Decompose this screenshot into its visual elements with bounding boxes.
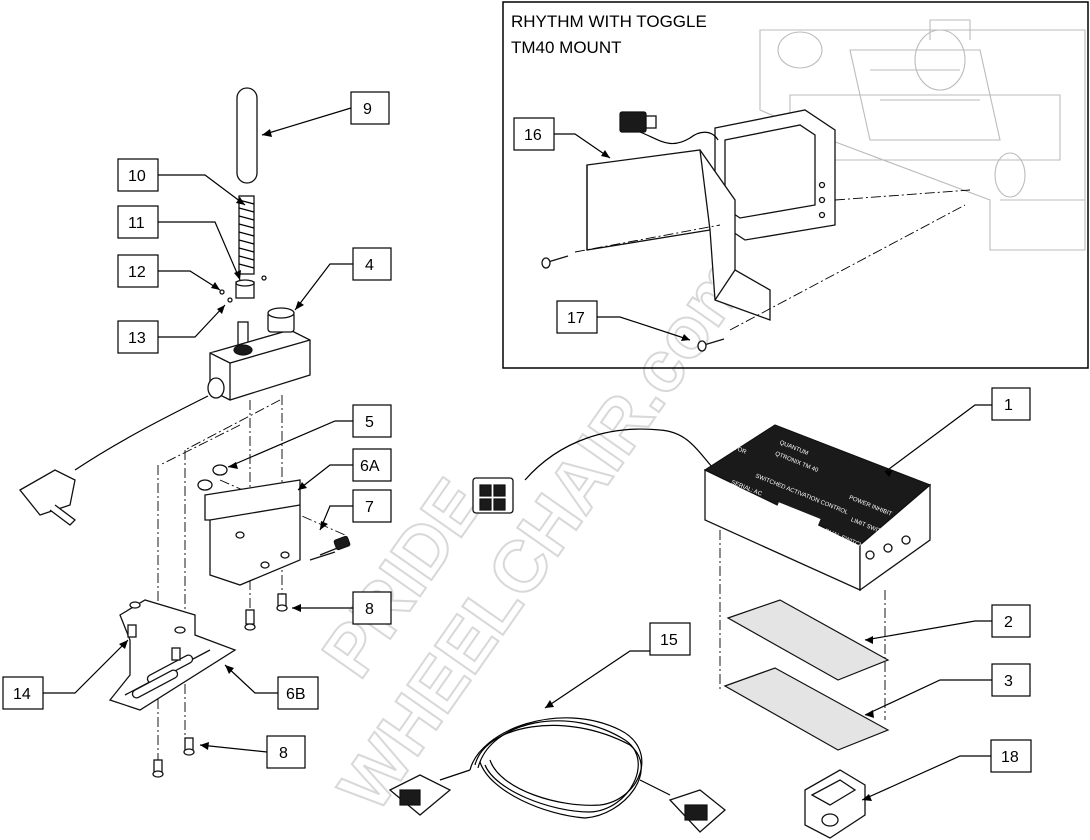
svg-text:16: 16: [524, 127, 542, 144]
callout-16: 16: [513, 117, 611, 159]
inset-control-module: [714, 109, 836, 241]
callout-3: 3: [864, 663, 1031, 718]
svg-text:1: 1: [1004, 397, 1013, 414]
left-dash-5: [159, 424, 241, 466]
svg-text:3: 3: [1004, 673, 1013, 690]
callout-17: 17: [556, 300, 691, 341]
inset-title-line1: RHYTHM WITH TOGGLE: [511, 12, 707, 31]
callout-7: 7: [319, 489, 392, 531]
svg-text:15: 15: [660, 632, 678, 649]
callout-18: 18: [861, 739, 1032, 801]
callout-1: 1: [884, 387, 1031, 477]
spring: [238, 195, 255, 275]
velcro-pad-3: [723, 667, 890, 751]
svg-text:18: 18: [1001, 749, 1019, 766]
module-connector: [472, 477, 514, 514]
inset-panel: RHYTHM WITH TOGGLE TM40 MOUNT: [502, 1, 1089, 369]
callout-15: 15: [544, 622, 691, 709]
svg-text:9: 9: [363, 101, 372, 118]
module-cable: [524, 428, 716, 481]
inset-dash-2: [729, 204, 966, 331]
svg-text:13: 13: [128, 330, 146, 347]
svg-text:11: 11: [128, 215, 145, 232]
callout-10: 10: [117, 158, 246, 206]
inset-dash-3: [834, 189, 971, 201]
inset-title-line2: TM40 MOUNT: [511, 38, 622, 57]
svg-text:10: 10: [128, 168, 146, 185]
velcro-pad-2: [726, 599, 890, 681]
cable-clip: [804, 769, 866, 839]
screw-7a: [319, 535, 351, 556]
callout-14: 14: [2, 639, 129, 710]
inset-screw-left: [541, 255, 569, 269]
callout-4: 4: [294, 247, 392, 311]
callout-9: 9: [261, 91, 390, 137]
callout-8-lower: 8: [199, 735, 306, 769]
svg-text:8: 8: [365, 601, 374, 618]
screw-8-lower-a: [183, 737, 195, 756]
screw-8-upper-a: [244, 609, 256, 631]
nut-5: [197, 464, 228, 491]
inset-connector: [619, 111, 657, 133]
toggle-plug: [19, 469, 76, 526]
svg-text:14: 14: [13, 686, 31, 703]
cable-connector-right: [668, 789, 727, 833]
toggle-switch-body: [207, 307, 311, 401]
collar: [235, 279, 255, 299]
callout-11: 11: [117, 205, 241, 281]
callout-13: 13: [117, 304, 226, 354]
svg-text:5: 5: [365, 414, 374, 431]
svg-text:6A: 6A: [360, 458, 380, 475]
set-screw-a: [219, 289, 225, 295]
toggle-cable: [74, 395, 209, 471]
callout-8-upper: 8: [292, 591, 392, 625]
cable-connector-left: [388, 774, 452, 816]
svg-text:2: 2: [1004, 614, 1013, 631]
screw-8-upper-b: [276, 593, 288, 612]
inset-dash-1: [574, 224, 721, 253]
svg-text:7: 7: [365, 499, 374, 516]
screw-14a: [127, 624, 137, 638]
toggle-handle: [236, 87, 258, 184]
set-screw-c: [227, 297, 233, 303]
svg-text:17: 17: [567, 310, 585, 327]
callout-5: 5: [227, 404, 392, 469]
coiled-cable: [439, 717, 671, 819]
inset-frame: [502, 1, 1089, 369]
callout-6b: 6B: [224, 664, 319, 710]
svg-text:6B: 6B: [286, 686, 306, 703]
screw-7b: [309, 551, 336, 561]
svg-text:8: 8: [279, 745, 288, 762]
svg-text:12: 12: [128, 264, 146, 281]
inset-cable: [639, 131, 719, 145]
left-dash-6: [184, 399, 281, 451]
callout-2: 2: [864, 604, 1031, 644]
screw-14b: [171, 647, 181, 661]
inset-bracket: [586, 149, 771, 321]
callout-6a: 6A: [297, 448, 392, 491]
control-module: QUANTUM QTRONIX TM 40 ACTUATOR SWITCHED …: [703, 424, 932, 592]
inset-screw-17: [697, 338, 725, 352]
svg-text:4: 4: [365, 257, 374, 274]
callout-12: 12: [117, 254, 221, 291]
bracket-6a: [204, 479, 301, 586]
set-screw-b: [261, 275, 267, 281]
screw-8-lower-b: [152, 759, 164, 778]
